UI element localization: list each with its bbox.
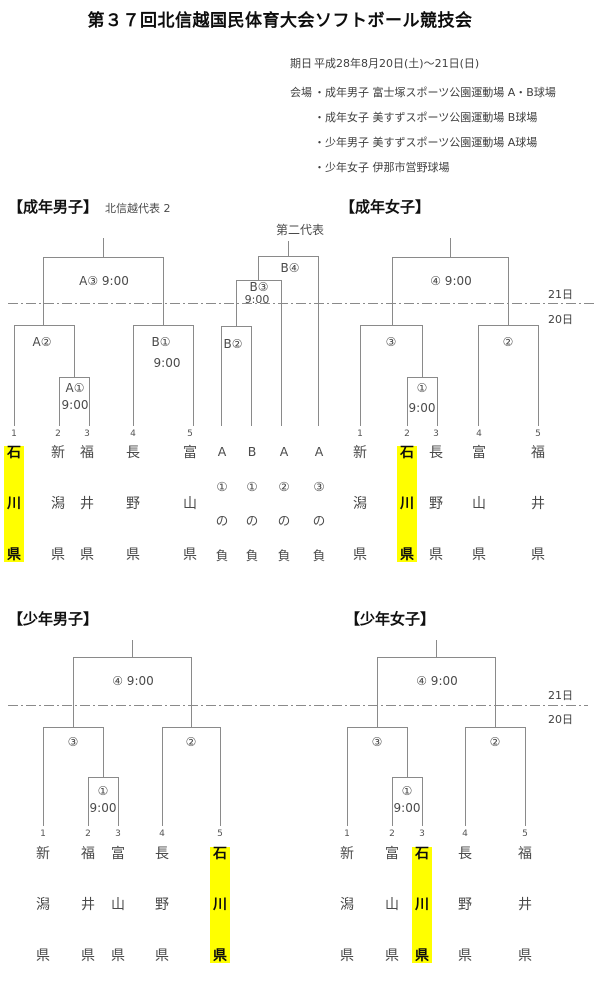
info-row-venue-2: ・成年女子 美すずスポーツ公園運動場 B球場 [290,109,537,125]
seed-number: 1 [357,429,363,439]
match-label-semi-left: ③ [385,335,397,349]
team-name: 福井県 [531,445,545,563]
info-row-venue-4: ・少年女子 伊那市営野球場 [290,159,450,175]
info-label: 会場 [290,86,312,99]
team-name: 新潟県 [51,445,65,563]
team-name: 長野県 [155,846,169,964]
match-label-semi-left: ③ [371,735,383,749]
team-name: 新潟県 [353,445,367,563]
match-label-semi-right: ② [489,735,501,749]
team-name: 長野県 [458,846,472,964]
match-label-rep-g2: B② [223,337,243,351]
match-time-game1: 9:00 [61,398,89,412]
seed-number: 3 [84,429,90,439]
seed-number: 5 [535,429,541,439]
team-name: 富山県 [183,445,197,563]
team-name: 富山県 [385,846,399,964]
seed-number: 4 [476,429,482,439]
team-name: 富山県 [111,846,125,964]
team-name: 長野県 [429,445,443,563]
match-label-game1: ① [97,784,109,798]
match-label-semi-right: ② [185,735,197,749]
seed-number: 2 [404,429,410,439]
info-text: 平成28年8月20日(土)～21日(日) [314,57,480,70]
team-name: 石川県 [210,847,230,963]
team-name: 石川県 [4,446,24,562]
seed-number: 3 [433,429,439,439]
day-label-21: 21日 [548,288,573,301]
bracket-header-adult-women: 【成年女子】 [340,198,431,216]
match-label-final: A③ 9:00 [79,274,129,288]
team-name: 新潟県 [36,846,50,964]
match-label-game1: ① [401,784,413,798]
info-text: ・少年男子 美すずスポーツ公園運動場 A球場 [314,136,538,149]
team-name: 新潟県 [340,846,354,964]
seed-number: 4 [130,429,136,439]
team-name: 長野県 [126,445,140,563]
seed-number: 2 [55,429,61,439]
match-label-semi-left: A② [32,335,52,349]
team-name: 福井県 [518,846,532,964]
match-time-game1: 9:00 [89,801,117,815]
second-representative-label: 第二代表 [275,223,325,237]
info-text: ・成年男子 富士塚スポーツ公園運動場 A・B球場 [314,86,556,99]
match-label-semi-left: ③ [67,735,79,749]
team-name: 福井県 [80,445,94,563]
match-label-final: ④ 9:00 [112,674,154,688]
bracket-header-girls: 【少年女子】 [345,610,436,628]
day-label-21: 21日 [548,689,573,702]
day-label-20: 20日 [548,313,573,326]
team-name: 石川県 [397,446,417,562]
info-label: 期日 [290,57,312,70]
seed-number: 3 [115,829,121,839]
info-row-venue-3: ・少年男子 美すずスポーツ公園運動場 A球場 [290,134,537,150]
match-label-rep-g4: B④ [280,261,300,275]
team-name: 石川県 [412,847,432,963]
match-label-semi-right: B① [151,335,171,349]
match-label-rep-g3: B③ [249,280,269,294]
seed-number: 2 [389,829,395,839]
seed-number: 4 [159,829,165,839]
match-label-game1: ① [416,381,428,395]
seed-number: 1 [40,829,46,839]
bracket-header-boys: 【少年男子】 [8,610,99,628]
info-text: ・少年女子 伊那市営野球場 [314,161,450,174]
team-name: 富山県 [472,445,486,563]
bracket-subtitle: 北信越代表 2 [105,202,171,215]
seed-number: 1 [11,429,17,439]
info-text: ・成年女子 美すずスポーツ公園運動場 B球場 [314,111,538,124]
info-row-date: 期日平成28年8月20日(土)～21日(日) [290,55,479,71]
page-title: 第３７回北信越国民体育大会ソフトボール競技会 [87,11,473,31]
seed-number: 5 [187,429,193,439]
seed-number: 5 [522,829,528,839]
match-time-game1: 9:00 [408,401,436,415]
seed-number: 2 [85,829,91,839]
match-label-game1: A① [65,381,85,395]
match-time-semi-right: 9:00 [153,356,181,370]
seed-number: 1 [344,829,350,839]
bracket-header-adult-men: 【成年男子】 [8,198,99,216]
seed-number: 5 [217,829,223,839]
match-label-final: ④ 9:00 [430,274,472,288]
match-label-semi-right: ② [502,335,514,349]
info-row-venue-1: 会場・成年男子 富士塚スポーツ公園運動場 A・B球場 [290,84,556,100]
match-time-rep-g3: 9:00 [244,293,270,306]
day-label-20: 20日 [548,713,573,726]
seed-number: 4 [462,829,468,839]
match-label-final: ④ 9:00 [416,674,458,688]
team-name: 福井県 [81,846,95,964]
match-time-game1: 9:00 [393,801,421,815]
seed-number: 3 [419,829,425,839]
